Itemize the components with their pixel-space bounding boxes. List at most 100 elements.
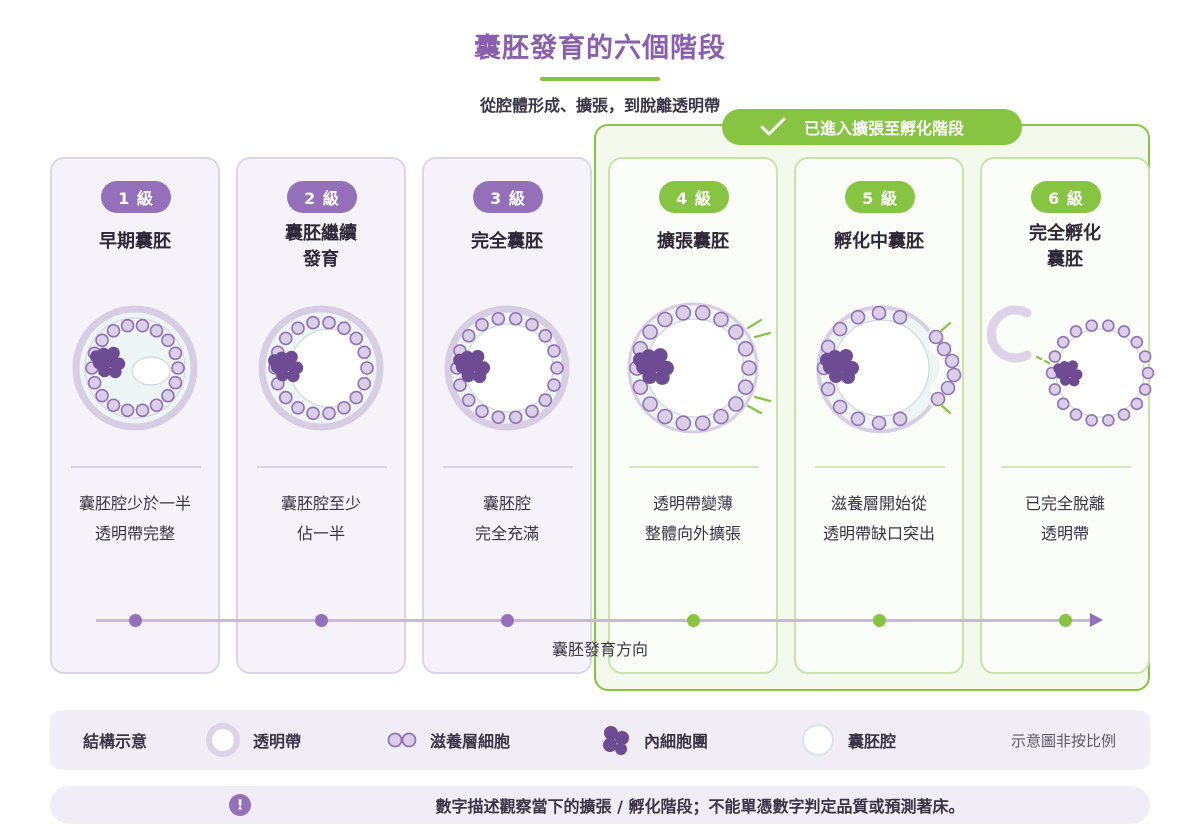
inner-cell-mass-cell — [632, 352, 648, 368]
trophectoderm-cell — [547, 378, 561, 392]
trophectoderm-cell — [832, 321, 848, 337]
trophectoderm-cell — [135, 318, 150, 333]
trophectoderm-cell — [360, 361, 374, 375]
trophectoderm-cell — [642, 324, 658, 340]
embryo-illustration-stage-1 — [72, 305, 198, 431]
inner-cell-mass-cell — [1060, 375, 1071, 386]
stage-title: 完全囊胚 — [471, 231, 543, 252]
expansion-ray — [1035, 355, 1043, 361]
expansion-ray — [753, 331, 772, 339]
trophectoderm-cell — [741, 360, 757, 376]
trophectoderm-cell — [357, 376, 372, 391]
trophectoderm-cell — [135, 403, 150, 418]
embryo-illustration-stage-2 — [258, 305, 384, 431]
trophectoderm-cell — [820, 381, 836, 397]
trophectoderm-cell — [168, 346, 183, 361]
expanded-stage-group-label: 已進入擴張至孵化階段 — [722, 109, 1022, 145]
inner-cell-mass-cell — [453, 353, 467, 367]
trophectoderm-cell — [87, 375, 102, 390]
page-title: 囊胚發育的六個階段 — [474, 33, 726, 64]
trophectoderm-cell — [871, 305, 887, 321]
zona-pellucida-icon — [206, 723, 240, 757]
trophectoderm-cell — [120, 403, 135, 418]
stage-description: 透明帶變薄 整體向外擴張 — [610, 489, 776, 549]
trophectoderm-cell — [538, 393, 553, 407]
stage-description-line: 滋養層開始從 — [830, 494, 927, 513]
trophectoderm-cell — [525, 404, 539, 419]
inner-cell-mass-cell — [820, 353, 834, 367]
trophectoderm-cell — [461, 393, 476, 407]
stage-description-line: 透明帶 — [1040, 524, 1089, 543]
legend-item-zona: 透明帶 — [205, 710, 301, 770]
check-icon — [760, 117, 786, 136]
trophectoderm-cell — [461, 329, 476, 343]
trophectoderm-cell — [475, 317, 489, 332]
expansion-ray — [939, 321, 952, 333]
card-divider — [71, 466, 201, 468]
trophectoderm-cell — [632, 379, 649, 395]
inner-cell-mass-cell — [829, 369, 843, 383]
trophectoderm-cell — [525, 317, 539, 332]
legend-label: 滋養層細胞 — [430, 732, 511, 751]
trophectoderm-cell — [1085, 413, 1098, 427]
expansion-ray — [753, 395, 772, 403]
trophectoderm-cell — [491, 410, 506, 425]
legend-item-cavity: 囊胚腔 — [800, 710, 896, 770]
timeline-dot-stage-3 — [501, 614, 514, 627]
timeline-label: 囊胚發育方向 — [551, 640, 648, 659]
trophectoderm-cell — [1056, 397, 1070, 411]
timeline-dot-stage-5 — [873, 614, 886, 627]
embryo-illustration-stage-3 — [444, 305, 570, 431]
trophectoderm-cell — [171, 361, 185, 375]
stage-card-6: 6 級 完全孵化 囊胚 已完全脫離 透明帶 — [980, 157, 1150, 674]
trophectoderm-cell — [547, 344, 561, 358]
card-divider — [443, 466, 573, 468]
trophectoderm-cell — [675, 305, 692, 321]
inner-cell-mass-cell — [1069, 376, 1080, 387]
trophectoderm-cell — [349, 390, 364, 405]
trophectoderm-cell — [453, 378, 467, 392]
timeline-dot-stage-2 — [315, 614, 328, 627]
trophectoderm-cell — [322, 406, 336, 421]
trophectoderm-cell — [892, 309, 908, 325]
timeline-arrow-icon — [1090, 613, 1103, 627]
stage-description-line: 囊胚腔少於一半 — [78, 494, 191, 513]
expansion-ray — [746, 404, 763, 415]
trophectoderm-cell — [291, 321, 305, 335]
stage-description-line: 已完全脫離 — [1024, 494, 1105, 513]
timeline-dot-stage-4 — [687, 614, 700, 627]
trophectoderm-cell — [1102, 413, 1115, 427]
trophectoderm-cell — [944, 353, 960, 369]
trophectoderm-cell — [337, 401, 351, 415]
stage-grade-badge: 2 級 — [287, 181, 357, 213]
stage-description: 已完全脫離 透明帶 — [982, 489, 1148, 549]
trophectoderm-cell — [694, 305, 711, 321]
stage-grade-badge: 5 級 — [845, 181, 915, 213]
legend-item-icm: 內細胞團 — [600, 710, 708, 770]
stage-grade-badge: 3 級 — [473, 181, 543, 213]
card-divider — [1001, 466, 1131, 468]
trophectoderm-cell — [850, 309, 866, 325]
trophectoderm-cell — [95, 388, 109, 403]
trophectoderm-cell — [1056, 335, 1070, 349]
stage-description: 囊胚腔少於一半 透明帶完整 — [52, 489, 218, 549]
stage-description: 囊胚腔 完全充滿 — [424, 489, 590, 549]
inner-cell-mass-cell — [841, 370, 855, 384]
card-divider — [257, 466, 387, 468]
stage-description-line: 透明帶缺口突出 — [822, 524, 935, 543]
trophectoderm-cell — [737, 341, 754, 357]
trophectoderm-cell — [349, 331, 364, 346]
trophectoderm-cell — [713, 408, 729, 425]
trophectoderm-cell — [657, 408, 673, 425]
trophectoderm-cell — [278, 390, 293, 405]
trophectoderm-cell — [161, 388, 175, 403]
stage-description-line: 透明帶變薄 — [652, 494, 733, 513]
trophectoderm-cell — [728, 396, 744, 412]
stage-description-line: 囊胚腔 — [482, 494, 531, 513]
trophectoderm-cell — [657, 311, 673, 328]
inner-cell-mass-cell — [90, 350, 103, 363]
stage-title: 擴張囊胚 — [657, 231, 729, 252]
trophectoderm-cell — [892, 411, 908, 427]
stage-description: 囊胚腔至少 佔一半 — [238, 489, 404, 549]
timeline-dot-stage-1 — [129, 614, 142, 627]
